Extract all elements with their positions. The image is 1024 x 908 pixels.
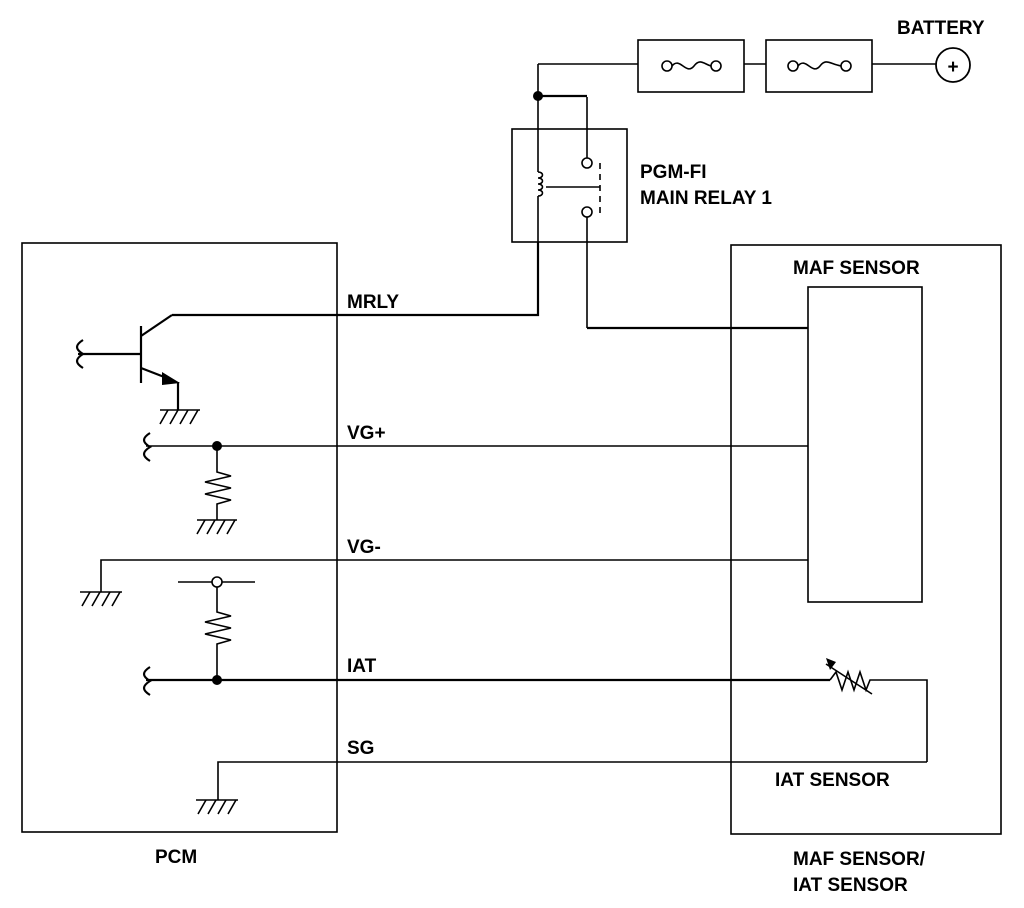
fuse-1-icon — [637, 39, 745, 93]
fuse-2-icon — [765, 39, 873, 93]
relay-switch-icon — [546, 97, 601, 328]
maf-iat-assembly-box — [730, 244, 1002, 835]
sg-ground-icon — [196, 799, 238, 815]
vg-plus-label: VG+ — [347, 423, 386, 444]
pcm-box — [21, 242, 338, 833]
vg-plus-pulldown — [142, 432, 237, 535]
vg-minus-ground-icon — [80, 591, 122, 607]
sg-wire — [217, 761, 927, 800]
relay-label-line1: PGM-FI — [640, 162, 707, 183]
junction-dot — [533, 91, 543, 101]
svg-text:+: + — [947, 57, 958, 78]
mrly-label: MRLY — [347, 292, 399, 313]
main-relay-box — [511, 128, 628, 243]
thermistor-icon — [825, 658, 928, 762]
pcm-label: PCM — [155, 847, 197, 868]
relay-label-line2: MAIN RELAY 1 — [640, 188, 772, 209]
iat-label: IAT — [347, 656, 377, 677]
vg-minus-label: VG- — [347, 537, 381, 558]
battery-icon: + — [935, 47, 971, 83]
iat-pullup-resistor — [178, 576, 255, 680]
iat-sensor-label: IAT SENSOR — [775, 770, 890, 791]
relay-coil-icon — [537, 129, 544, 242]
battery-label: BATTERY — [897, 18, 985, 39]
transistor-icon — [75, 314, 200, 425]
iat-input-icon — [142, 666, 222, 696]
assembly-label-line2: IAT SENSOR — [793, 875, 908, 896]
maf-sensor-label: MAF SENSOR — [793, 258, 920, 279]
assembly-label-line1: MAF SENSOR/ — [793, 849, 926, 870]
maf-sensor-element — [807, 286, 923, 603]
mrly-wire — [172, 242, 540, 317]
sg-label: SG — [347, 738, 374, 759]
vg-minus-wire — [100, 559, 808, 592]
